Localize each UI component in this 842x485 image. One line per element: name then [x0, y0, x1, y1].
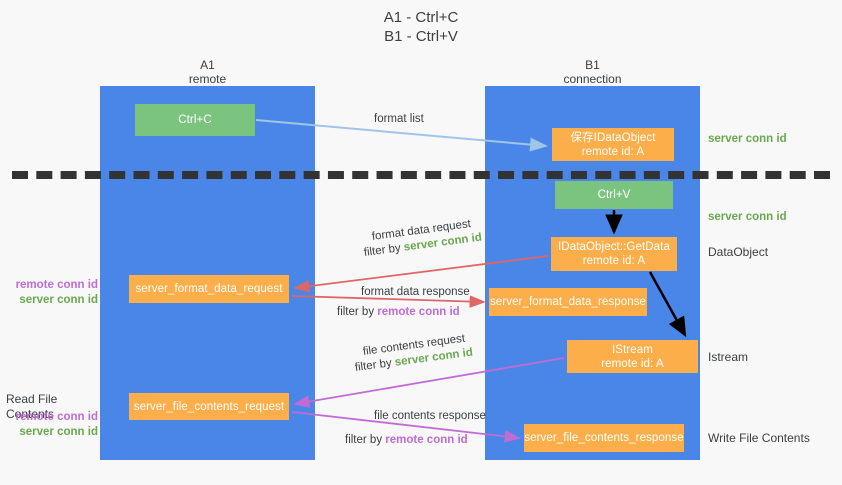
node-ctrl-v[interactable]: Ctrl+V [555, 181, 673, 209]
column-header-a1: A1 remote [188, 58, 227, 86]
edge-label-filter-by-remote-1: filter by remote conn id [337, 305, 460, 320]
node-server-format-data-response[interactable]: server_format_data_response [489, 288, 647, 316]
remote-conn-id-text: remote conn id [377, 306, 460, 318]
server-conn-id-text: server conn id [708, 133, 787, 145]
filter-by-text: filter by [354, 356, 396, 374]
note-read-file-contents: Read File Contents [6, 392, 58, 421]
filter-by-text: filter by [337, 306, 378, 318]
column-header-b1: B1 connection [563, 58, 622, 86]
note-conn-ids-top: remote conn id server conn id [10, 278, 98, 308]
edge-label-file-contents-response: file contents response [374, 410, 486, 422]
note-istream: Istream [708, 350, 749, 364]
edge-label-format-data-response: format data response [361, 286, 470, 298]
remote-conn-id-text: remote conn id [15, 279, 98, 291]
server-conn-id-text: server conn id [708, 211, 787, 223]
dashed-separator [12, 171, 830, 179]
node-istream[interactable]: IStream remote id: A [567, 340, 698, 373]
server-conn-id-text: server conn id [19, 294, 98, 306]
node-server-file-contents-request[interactable]: server_file_contents_request [129, 393, 289, 420]
note-server-conn-id-mid: server conn id [708, 210, 787, 225]
note-server-conn-id-top: server conn id [708, 132, 787, 147]
remote-conn-id-text: remote conn id [385, 434, 468, 446]
node-server-format-data-request[interactable]: server_format_data_request [129, 275, 289, 303]
note-write-file-contents: Write File Contents [708, 431, 810, 445]
remote-conn-id-text: remote conn id [15, 411, 98, 423]
note-conn-ids-bottom: remote conn id server conn id [10, 410, 98, 440]
filter-by-text: filter by [363, 241, 405, 259]
diagram-title: A1 - Ctrl+C B1 - Ctrl+V [383, 9, 459, 45]
node-save-idataobject[interactable]: 保存IDataObject remote id: A [552, 128, 674, 161]
node-ctrl-c[interactable]: Ctrl+C [135, 104, 255, 136]
server-conn-id-text: server conn id [19, 426, 98, 438]
filter-by-text: filter by [345, 434, 386, 446]
edge-label-format-list: format list [374, 113, 424, 125]
edge-label-filter-by-remote-2: filter by remote conn id [345, 433, 468, 448]
node-server-file-contents-response[interactable]: server_file_contents_response [524, 424, 684, 452]
node-idataobject-getdata[interactable]: IDataObject::GetData remote id: A [551, 237, 677, 271]
note-dataobject: DataObject [708, 245, 769, 259]
